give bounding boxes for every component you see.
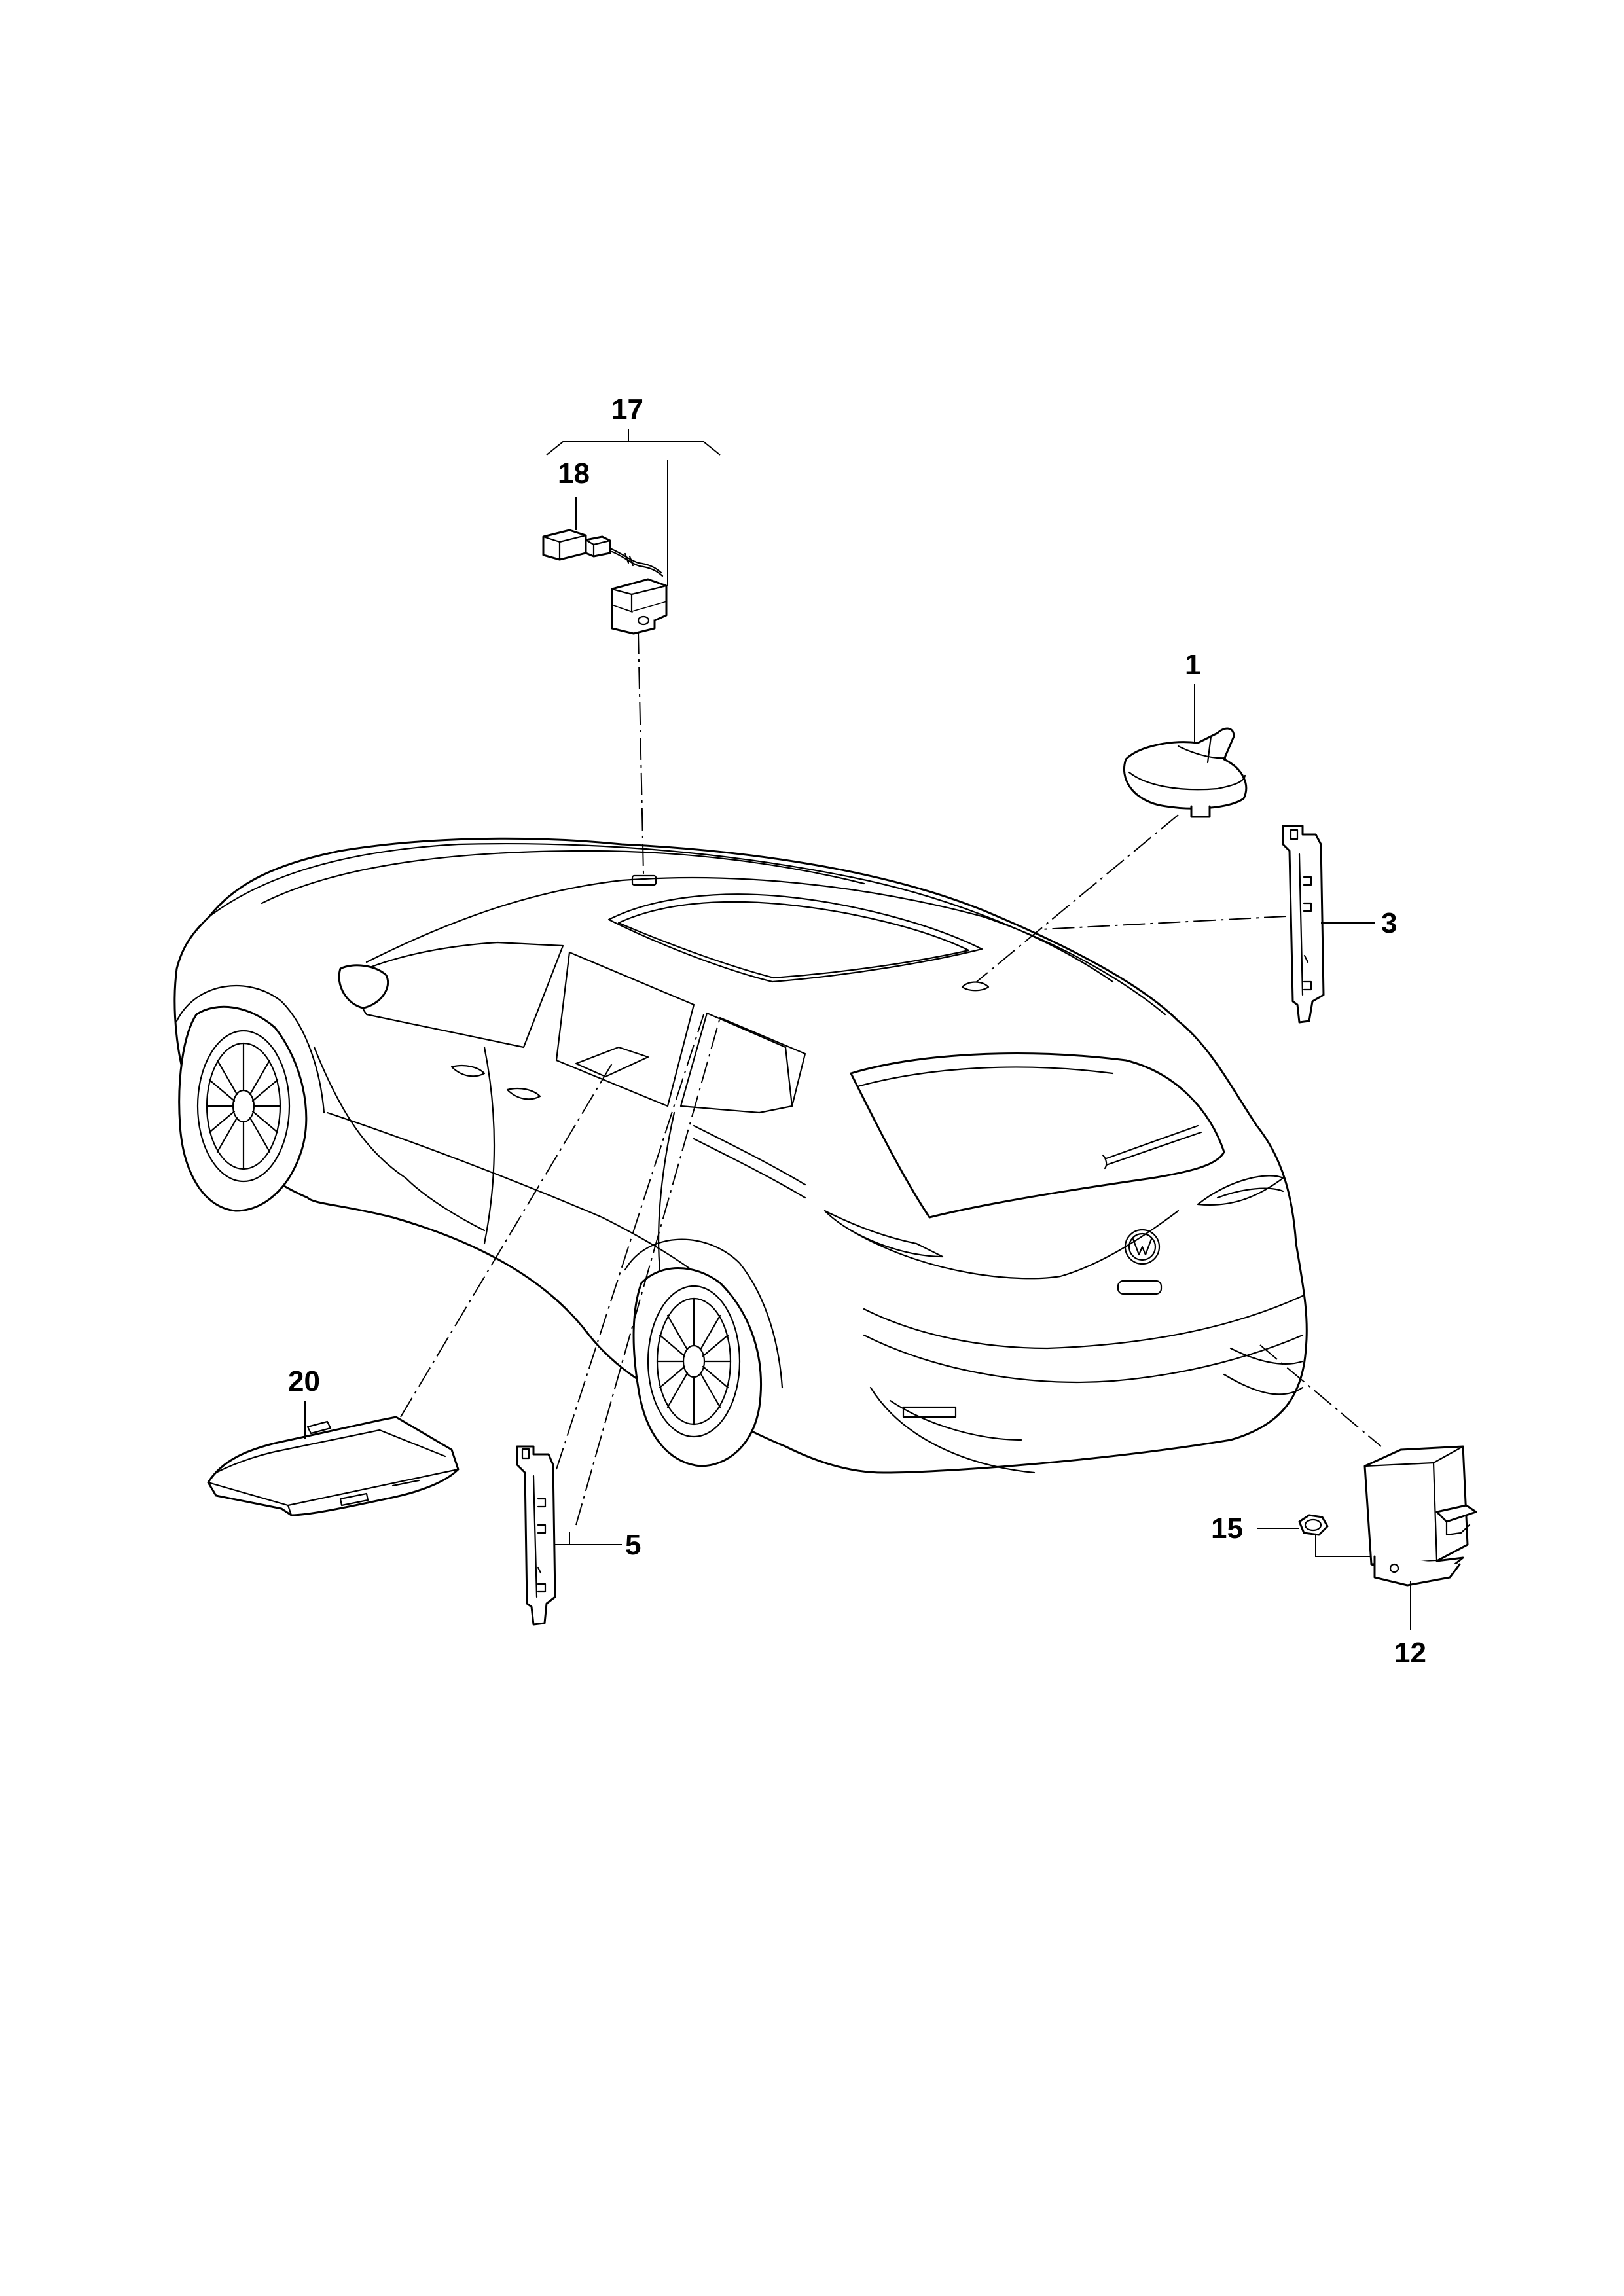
callout-3: 3 bbox=[1381, 907, 1397, 939]
front-wheel bbox=[178, 1005, 308, 1212]
callout-17: 17 bbox=[611, 393, 643, 425]
antenna-module-part-3 bbox=[1282, 825, 1325, 1024]
flat-module-part-20 bbox=[207, 1416, 460, 1516]
rear-wheel bbox=[632, 1267, 762, 1467]
callout-15: 15 bbox=[1211, 1513, 1243, 1545]
callout-12: 12 bbox=[1394, 1637, 1426, 1669]
callout-18: 18 bbox=[558, 457, 590, 490]
control-unit-part-12 bbox=[1363, 1445, 1477, 1587]
callout-5: 5 bbox=[625, 1529, 641, 1561]
antenna-module-part-5 bbox=[516, 1445, 556, 1626]
nut-part-15 bbox=[1298, 1514, 1329, 1536]
callout-labels: 1 3 5 12 15 17 18 20 bbox=[288, 393, 1426, 1669]
roof-antenna-part bbox=[1123, 727, 1248, 818]
vehicle-illustration bbox=[173, 837, 1308, 1474]
callout-20: 20 bbox=[288, 1365, 320, 1397]
cable-assembly-part-17 bbox=[542, 529, 668, 635]
leader-lines bbox=[304, 429, 1411, 1630]
callout-1: 1 bbox=[1185, 649, 1200, 681]
